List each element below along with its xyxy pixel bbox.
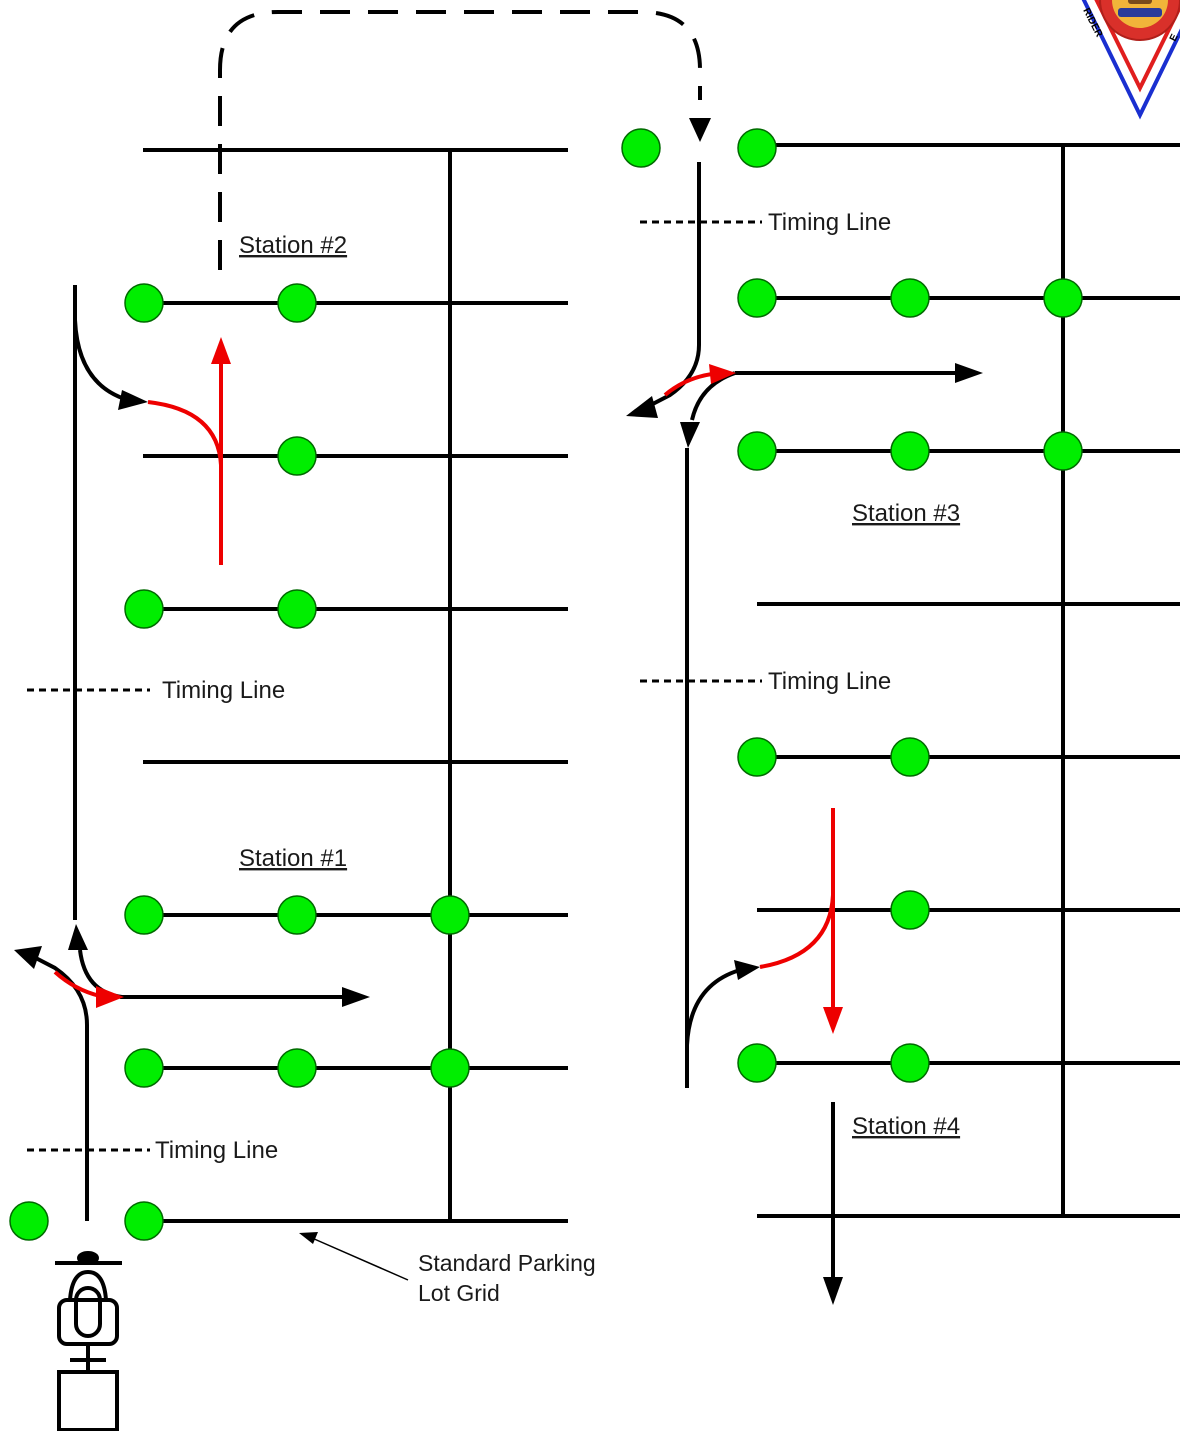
motorcycle-rider-icon	[55, 1251, 122, 1431]
red-swerve-2	[147, 400, 223, 565]
cone	[737, 431, 777, 471]
arrowhead-east-3	[955, 363, 983, 383]
entry-lane	[644, 162, 701, 410]
cone	[737, 128, 777, 168]
cone	[890, 431, 930, 471]
red-swerve-4	[759, 808, 835, 969]
cone	[430, 1048, 470, 1088]
callout-arrowhead	[299, 1232, 318, 1244]
cones	[9, 128, 1083, 1241]
cone	[124, 1048, 164, 1088]
arrowhead-red-4	[823, 1007, 843, 1034]
left-red-paths	[53, 337, 231, 1008]
transfer-route-dashed	[218, 10, 702, 270]
arrowhead-exit-south	[823, 1277, 843, 1305]
cone	[277, 895, 317, 935]
right-parking-grid	[757, 143, 1180, 1218]
cone	[277, 436, 317, 476]
callout-line-1: Standard Parking	[418, 1250, 596, 1276]
station-1-label: Station #1	[239, 845, 347, 872]
cone	[1043, 278, 1083, 318]
arrowhead-station-4	[734, 960, 760, 980]
timing-line-label: Timing Line	[768, 209, 891, 236]
callout-line-2: Lot Grid	[418, 1280, 500, 1306]
left-parking-grid	[143, 148, 568, 1223]
right-red-paths	[663, 364, 843, 1034]
timing-line-label: Timing Line	[768, 668, 891, 695]
logo-text-right: E	[1168, 32, 1180, 43]
cone	[890, 278, 930, 318]
turn-into-station-4	[685, 968, 741, 1046]
grid-callout: Standard Parking Lot Grid	[299, 1232, 596, 1306]
station-4-label: Station #4	[852, 1113, 960, 1140]
cone	[737, 737, 777, 777]
cone	[430, 895, 470, 935]
station-3-label: Station #3	[852, 500, 960, 527]
start-lane	[29, 953, 89, 1221]
left-travel-path	[14, 285, 370, 1221]
cone	[890, 737, 930, 777]
cone	[124, 1201, 164, 1241]
arrowhead-red-3	[709, 364, 736, 384]
red-swerve-3	[663, 372, 713, 397]
arrowhead-red-2	[211, 337, 231, 364]
arrowhead-exit-left	[14, 946, 42, 969]
timing-line-label: Timing Line	[155, 1137, 278, 1164]
cone	[890, 1043, 930, 1083]
cone	[621, 128, 661, 168]
arrowhead-east	[342, 987, 370, 1007]
cone	[124, 589, 164, 629]
arrowhead-north	[68, 924, 88, 950]
station-2-label: Station #2	[239, 232, 347, 259]
right-travel-path	[626, 162, 983, 1305]
cone	[124, 895, 164, 935]
callout-leader	[311, 1237, 409, 1281]
cone	[737, 278, 777, 318]
arrowhead-transfer	[689, 118, 711, 142]
logo-badge: RIDER E	[1080, 0, 1180, 120]
cone	[9, 1201, 49, 1241]
arrowhead-station-2	[118, 390, 148, 410]
timing-line-label: Timing Line	[162, 677, 285, 704]
cone	[890, 890, 930, 930]
cone	[277, 589, 317, 629]
cone	[1043, 431, 1083, 471]
arrowhead-red-1	[96, 986, 124, 1008]
red-swerve-1	[53, 970, 101, 998]
cone	[737, 1043, 777, 1083]
arrowhead-south-3	[680, 422, 700, 448]
arrowhead-exit-west	[626, 396, 658, 418]
cone	[277, 283, 317, 323]
cone	[277, 1048, 317, 1088]
turn-into-station-2	[73, 319, 129, 402]
cone	[124, 283, 164, 323]
timing-lines: Timing Line Timing Line Timing Line Timi…	[27, 209, 891, 1164]
